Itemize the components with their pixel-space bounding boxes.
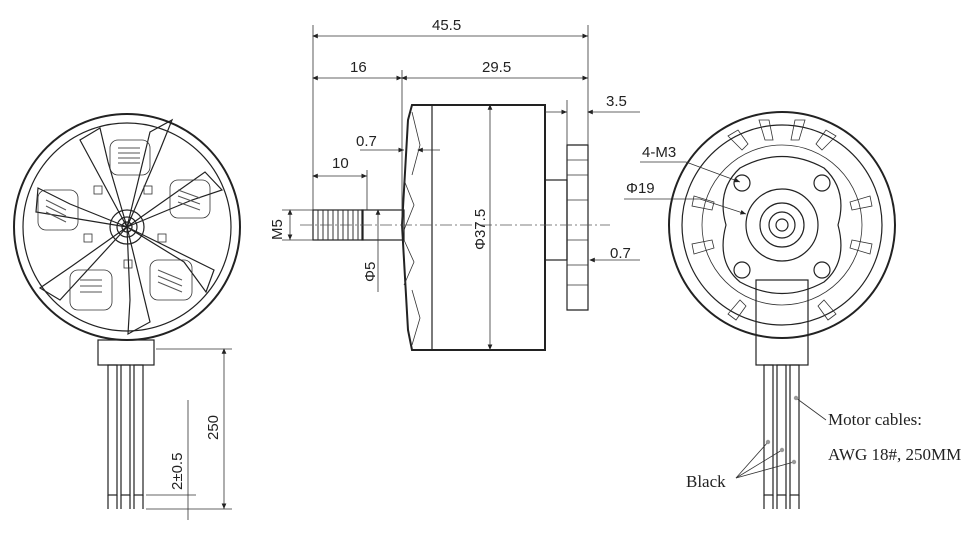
thread-dia-dim	[282, 209, 313, 241]
coil-hatch	[45, 147, 201, 293]
cable-length-dim	[146, 348, 232, 510]
gap-bottom-label: 0.7	[610, 245, 631, 262]
body-dia-label: Φ37.5	[472, 209, 489, 250]
rear-slots	[691, 119, 873, 321]
cable-length-label: 250	[205, 415, 222, 440]
rear-inner-ring	[681, 124, 883, 326]
rear-mount-teeth	[567, 159, 588, 286]
rear-mount-plate-outline	[722, 155, 842, 295]
shaft-body-dims	[312, 70, 588, 230]
gap-top-label: 0.7	[356, 133, 377, 150]
cables-note-line1: Motor cables:	[828, 410, 922, 429]
flange-label: 3.5	[606, 93, 627, 110]
front-view: 250 2±0.5	[13, 113, 241, 520]
rear-view: 4-M3 Φ19 Motor cables: AWG 18#, 250MM Bl…	[624, 111, 961, 509]
rear-mount-plate	[566, 144, 589, 311]
gap-bottom-dim	[566, 257, 640, 265]
cable-note-dot	[793, 395, 799, 401]
holes-label: 4-M3	[642, 144, 676, 161]
rear-mount	[544, 179, 568, 261]
shaft-length-label: 16	[350, 59, 367, 76]
rear-hub-3	[768, 211, 796, 239]
rear-mid-ring	[701, 144, 863, 306]
thread-length-label: 10	[332, 155, 349, 172]
bolt-circle-leader	[624, 198, 747, 215]
wire-color-label: Black	[686, 472, 726, 491]
strip-length-dim	[146, 400, 196, 520]
black-leaders	[735, 441, 795, 479]
overall-length-label: 45.5	[432, 17, 461, 34]
body-length-label: 29.5	[482, 59, 511, 76]
flange-dim	[545, 100, 640, 145]
rear-hub-4	[775, 218, 789, 232]
shaft-dia-label: Φ5	[362, 262, 379, 282]
overall-length-dim	[312, 25, 589, 210]
thread-label: M5	[269, 219, 286, 240]
rear-cable-sleeve	[755, 279, 809, 366]
side-body	[400, 104, 546, 351]
bell-fins	[403, 111, 421, 346]
rear-hub-2	[759, 202, 805, 248]
thread-length-dim	[312, 170, 368, 210]
cable-note-leader	[795, 397, 827, 421]
rear-outer-ring	[668, 111, 896, 339]
front-wires	[107, 364, 144, 509]
cables-note-line2: AWG 18#, 250MM	[828, 445, 961, 464]
front-hub-inner	[121, 221, 133, 233]
holes-leader	[640, 161, 741, 183]
front-cable-sleeve	[97, 339, 155, 366]
front-arms	[35, 118, 224, 336]
rear-wires	[763, 364, 800, 509]
m3-holes	[733, 174, 831, 279]
rivets	[83, 185, 167, 269]
bolt-circle-label: Φ19	[626, 180, 655, 197]
black-leader-dots	[765, 439, 797, 465]
rear-hub-1	[745, 188, 819, 262]
front-hub-outer	[109, 209, 145, 245]
coil-windows	[37, 139, 211, 311]
strip-length-label: 2±0.5	[169, 453, 186, 490]
front-inner-ring	[22, 122, 232, 332]
side-view: 45.5 16 29.5 3.5 0.7 10	[269, 17, 640, 351]
front-hub-mid	[116, 216, 138, 238]
